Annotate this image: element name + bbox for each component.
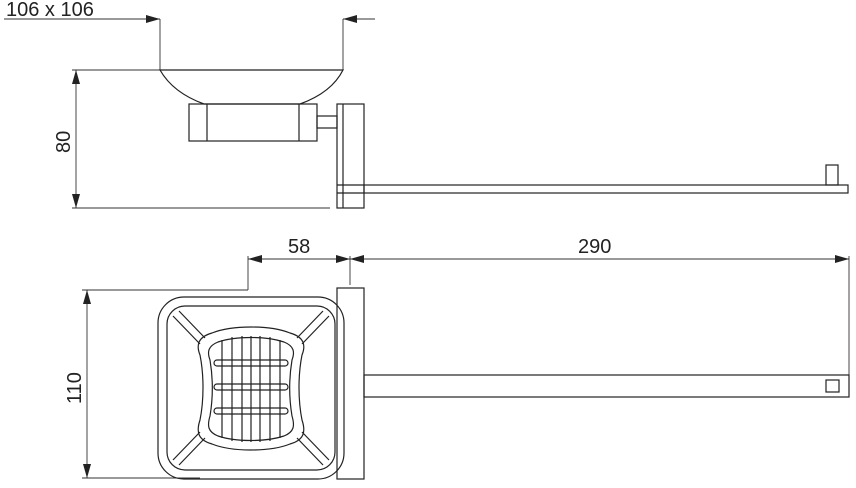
height-label: 80	[53, 131, 75, 153]
wall-plate	[336, 103, 365, 209]
arrow-icon	[835, 255, 849, 263]
dish-grid-frame	[197, 326, 305, 451]
bar-length-label: 290	[578, 236, 611, 258]
dish-outer	[157, 296, 345, 480]
arrow-icon	[83, 464, 91, 478]
dimension-dish-depth: 58	[247, 236, 351, 290]
bar-end-cap	[825, 379, 840, 393]
arrow-icon	[336, 255, 350, 263]
side-view: 106 x 106 80	[4, 0, 849, 209]
wall-plate-top	[336, 287, 365, 480]
arrow-icon	[72, 70, 80, 84]
dish-size-label: 106 x 106	[6, 0, 94, 21]
towel-bar-top	[363, 374, 850, 398]
width-label: 110	[64, 372, 86, 404]
arrow-icon	[72, 194, 80, 208]
dish-rim	[166, 305, 336, 471]
arrow-icon	[343, 15, 357, 23]
dish-bowl	[158, 69, 344, 105]
dimension-bar-length: 290	[350, 236, 850, 376]
arrow-icon	[248, 255, 262, 263]
dimension-dish-size: 106 x 106	[4, 0, 375, 70]
bar-end-stop	[825, 164, 839, 186]
dimension-width: 110	[64, 289, 248, 479]
dish-holder	[188, 103, 318, 142]
arrow-icon	[83, 290, 91, 304]
top-view: 58 290 110	[64, 236, 850, 480]
towel-bar	[363, 184, 849, 194]
arrow-icon	[146, 15, 160, 23]
dimension-height: 80	[53, 69, 330, 209]
dish-arm	[316, 115, 338, 129]
arrow-icon	[350, 255, 364, 263]
dish-depth-label: 58	[288, 236, 310, 258]
